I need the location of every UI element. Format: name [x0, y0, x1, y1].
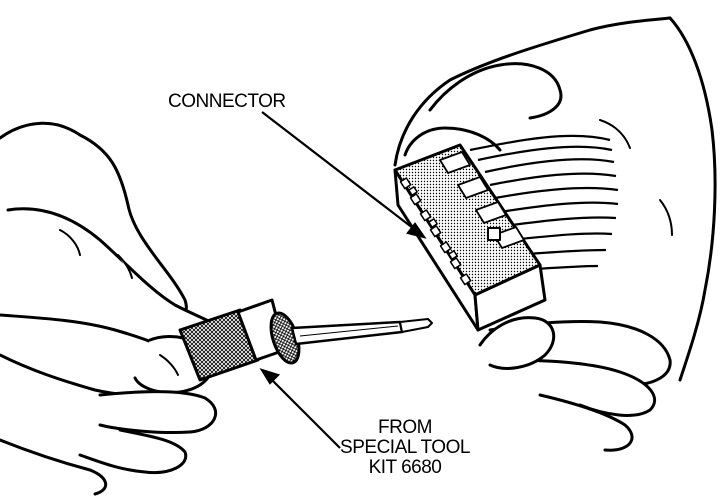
connector-body — [393, 134, 619, 332]
leader-lines — [259, 111, 427, 449]
tool-callout-line-3: KIT 6680 — [368, 457, 442, 478]
tool-leader-line — [267, 375, 341, 449]
connector-leader-line — [261, 111, 419, 233]
tool-callout-line-1: FROM — [378, 417, 432, 438]
pick-tool — [178, 298, 433, 382]
right-hand — [393, 16, 717, 452]
tool-callout: FROM SPECIAL TOOL KIT 6680 — [340, 418, 470, 478]
tool-arrowhead — [259, 368, 281, 385]
tool-callout-line-2: SPECIAL TOOL — [340, 437, 470, 458]
connector-arrowhead — [406, 222, 427, 239]
connector-callout: CONNECTOR — [168, 91, 286, 112]
left-hand — [0, 121, 226, 496]
